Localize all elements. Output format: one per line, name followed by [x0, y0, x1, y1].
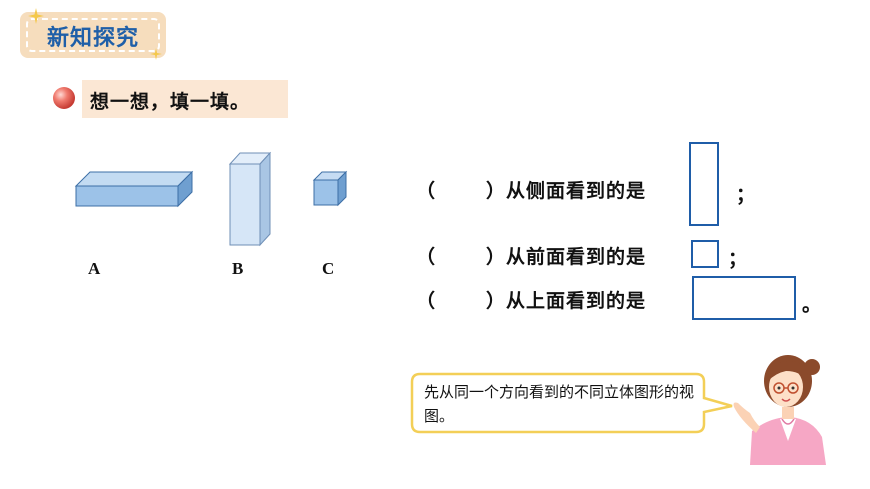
- shape-c-cube: [312, 170, 348, 207]
- question-end-punct: ；: [736, 184, 756, 206]
- question-text: 从前面看到的是: [506, 246, 647, 268]
- front-view-square: [691, 240, 719, 268]
- hint-speech-bubble: [410, 372, 733, 434]
- question-side-view: （ ）从侧面看到的是: [416, 176, 646, 203]
- shape-b-label: B: [232, 259, 244, 278]
- open-paren: （: [416, 290, 437, 312]
- section-banner: 新知探究: [20, 12, 166, 58]
- hint-text: 先从同一个方向看到的不同立体图形的视图。: [424, 383, 695, 425]
- task-instruction: 想一想，填一填。: [90, 91, 251, 113]
- shape-a-label: A: [88, 259, 101, 278]
- question-text: 从侧面看到的是: [506, 180, 647, 202]
- task-instruction-bar: 想一想，填一填。: [82, 80, 288, 118]
- shape-b-cuboid: [228, 151, 272, 247]
- question-front-view: （ ）从前面看到的是: [416, 242, 646, 269]
- question-text: 从上面看到的是: [506, 290, 647, 312]
- teacher-illustration: [733, 355, 826, 465]
- question-end-punct: 。: [802, 294, 822, 316]
- side-view-rect: [689, 142, 719, 226]
- section-title: 新知探究: [46, 26, 139, 51]
- question-end-punct: ；: [728, 248, 748, 270]
- open-paren: （: [416, 246, 437, 268]
- close-paren: ）: [486, 180, 507, 202]
- top-view-rect: [692, 276, 796, 320]
- banner-dashed-border: [26, 18, 160, 52]
- close-paren: ）: [486, 290, 507, 312]
- shape-c-label: C: [322, 259, 335, 278]
- question-top-view: （ ）从上面看到的是: [416, 286, 646, 313]
- sparkle-icon: [150, 48, 162, 60]
- sparkle-icon: [28, 8, 44, 24]
- bullet-ball-icon: [53, 87, 75, 109]
- shape-a-cuboid: [74, 170, 194, 208]
- close-paren: ）: [486, 246, 507, 268]
- open-paren: （: [416, 180, 437, 202]
